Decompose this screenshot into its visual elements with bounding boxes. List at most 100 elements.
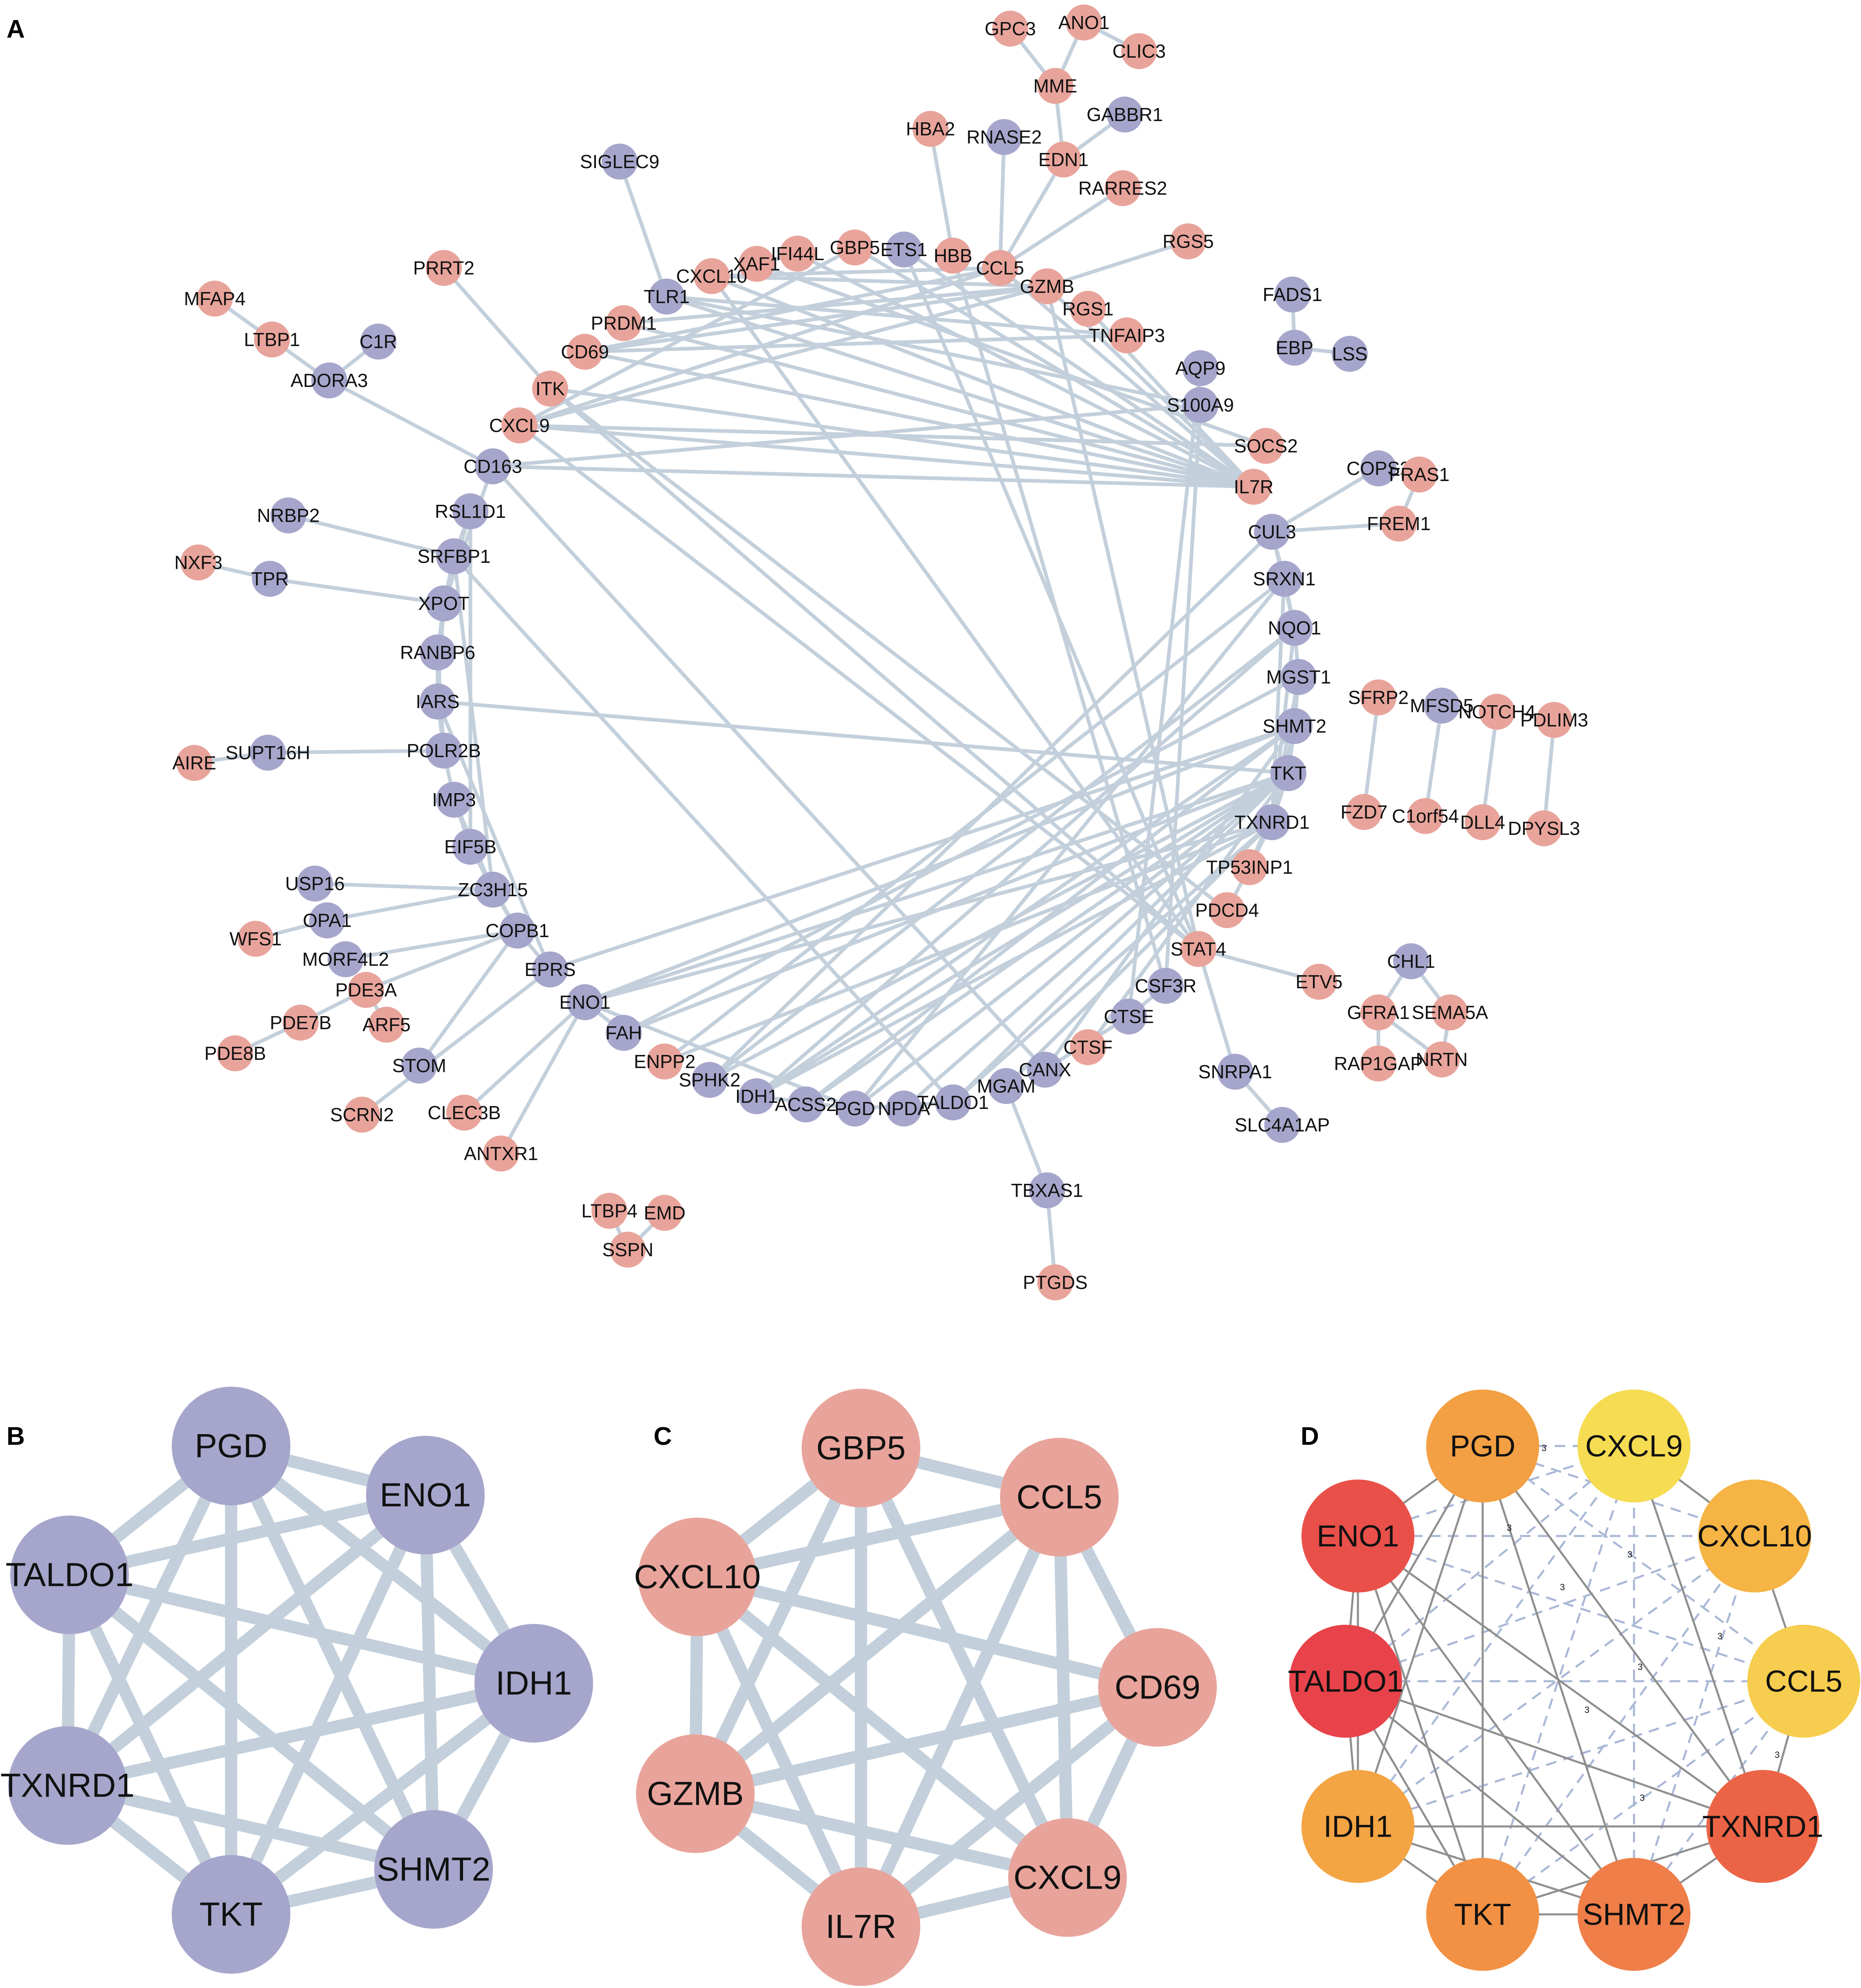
node-adora3[interactable]: ADORA3 [290,362,368,398]
node-rarres2[interactable]: RARRES2 [1078,170,1167,206]
node-arf5[interactable]: ARF5 [362,1007,411,1043]
node-cul3[interactable]: CUL3 [1248,514,1296,550]
node-cd69[interactable]: CD69 [561,334,609,370]
node-rap1gap[interactable]: RAP1GAP [1334,1046,1423,1082]
node-rgs1[interactable]: RGS1 [1062,291,1114,327]
node-lss[interactable]: LSS [1332,336,1368,372]
node-frem1[interactable]: FREM1 [1367,506,1431,542]
node-nqo1[interactable]: NQO1 [1268,610,1321,646]
node-idh1[interactable]: IDH1 [474,1624,593,1743]
node-tp53inp1[interactable]: TP53INP1 [1206,849,1293,885]
node-gzmb[interactable]: GZMB [636,1734,755,1853]
node-shmt2[interactable]: SHMT2 [374,1810,493,1929]
node-eno1[interactable]: ENO1 [559,984,611,1020]
node-pde8b[interactable]: PDE8B [205,1035,266,1071]
node-tnfaip3[interactable]: TNFAIP3 [1089,317,1165,353]
node-snrpa1[interactable]: SNRPA1 [1198,1054,1272,1090]
node-ccl5[interactable]: CCL5 [976,250,1024,286]
node-txnrd1[interactable]: TXNRD1 [1234,804,1310,840]
node-supt16h[interactable]: SUPT16H [225,735,310,771]
node-pdcd4[interactable]: PDCD4 [1195,892,1259,928]
node-ccl5[interactable]: CCL5 [1000,1438,1119,1556]
node-eno1[interactable]: ENO1 [1301,1480,1414,1592]
node-rsl1d1[interactable]: RSL1D1 [435,493,506,529]
node-prdm1[interactable]: PRDM1 [591,305,657,341]
node-ano1[interactable]: ANO1 [1058,4,1110,40]
node-hbb[interactable]: HBB [934,238,973,274]
node-polr2b[interactable]: POLR2B [407,733,481,769]
node-nxf3[interactable]: NXF3 [174,544,223,580]
node-sphk2[interactable]: SPHK2 [679,1062,741,1098]
node-fras1[interactable]: FRAS1 [1389,457,1450,493]
node-c1orf54[interactable]: C1orf54 [1392,798,1459,834]
node-taldo1[interactable]: TALDO1 [1288,1625,1403,1738]
node-usp16[interactable]: USP16 [285,866,345,902]
node-edn1[interactable]: EDN1 [1038,142,1089,178]
node-tpr[interactable]: TPR [251,561,289,597]
node-idh1[interactable]: IDH1 [735,1078,778,1114]
node-aqp9[interactable]: AQP9 [1175,350,1226,386]
node-mgst1[interactable]: MGST1 [1266,659,1331,695]
node-copb1[interactable]: COPB1 [485,913,549,949]
node-ebp[interactable]: EBP [1276,330,1313,366]
node-siglec9[interactable]: SIGLEC9 [580,144,659,180]
node-c1r[interactable]: C1R [360,324,397,360]
node-taldo1[interactable]: TALDO1 [917,1084,989,1120]
node-aire[interactable]: AIRE [172,745,216,781]
node-txnrd1[interactable]: TXNRD1 [1702,1770,1823,1883]
node-ctse[interactable]: CTSE [1104,998,1154,1034]
node-enpp2[interactable]: ENPP2 [634,1043,696,1079]
node-mme[interactable]: MME [1033,68,1077,104]
node-il7r[interactable]: IL7R [1234,469,1274,505]
node-cxcl9[interactable]: CXCL9 [1578,1390,1690,1502]
node-cxcl10[interactable]: CXCL10 [634,1518,761,1636]
node-cd69[interactable]: CD69 [1098,1628,1217,1747]
node-tkt[interactable]: TKT [1426,1858,1539,1971]
node-eif5b[interactable]: EIF5B [444,829,497,865]
node-mfap4[interactable]: MFAP4 [184,281,246,317]
node-chl1[interactable]: CHL1 [1387,943,1435,979]
node-xpot[interactable]: XPOT [418,585,470,621]
node-pgd[interactable]: PGD [834,1091,875,1127]
node-cops2[interactable]: COPS2 [1346,450,1410,486]
node-mfsd5[interactable]: MFSD5 [1410,688,1474,724]
node-nrtn[interactable]: NRTN [1416,1041,1468,1077]
node-cxcl9[interactable]: CXCL9 [489,407,550,443]
node-pdlim3[interactable]: PDLIM3 [1520,702,1588,738]
node-s100a9[interactable]: S100A9 [1167,387,1234,423]
node-gbp5[interactable]: GBP5 [802,1389,920,1507]
node-ctsf[interactable]: CTSF [1063,1029,1113,1065]
node-emd[interactable]: EMD [644,1195,686,1231]
node-cxcl9[interactable]: CXCL9 [1008,1818,1127,1937]
node-ccl5[interactable]: CCL5 [1747,1625,1860,1738]
node-il7r[interactable]: IL7R [802,1867,920,1986]
node-imp3[interactable]: IMP3 [432,782,476,818]
node-fads1[interactable]: FADS1 [1263,277,1322,313]
node-gbp5[interactable]: GBP5 [830,229,880,265]
node-hba2[interactable]: HBA2 [906,111,955,147]
node-iars[interactable]: IARS [416,684,460,720]
node-nrbp2[interactable]: NRBP2 [257,497,320,533]
node-gpc3[interactable]: GPC3 [984,11,1036,47]
node-tkt[interactable]: TKT [172,1855,290,1974]
node-dpysl3[interactable]: DPYSL3 [1508,810,1580,846]
node-txnrd1[interactable]: TXNRD1 [0,1726,135,1845]
node-tbxas1[interactable]: TBXAS1 [1011,1172,1083,1208]
node-gabbr1[interactable]: GABBR1 [1087,97,1163,133]
node-socs2[interactable]: SOCS2 [1234,428,1298,464]
node-etv5[interactable]: ETV5 [1295,964,1343,1000]
node-ranbp6[interactable]: RANBP6 [400,634,475,670]
node-srxn1[interactable]: SRXN1 [1253,561,1316,597]
node-tkt[interactable]: TKT [1270,755,1306,791]
node-rgs5[interactable]: RGS5 [1162,223,1214,259]
node-acss2[interactable]: ACSS2 [775,1086,837,1122]
node-wfs1[interactable]: WFS1 [229,921,282,957]
node-csf3r[interactable]: CSF3R [1135,968,1197,1004]
node-shmt2[interactable]: SHMT2 [1578,1858,1690,1971]
node-clic3[interactable]: CLIC3 [1113,33,1166,69]
node-pde7b[interactable]: PDE7B [270,1005,332,1041]
node-ets1[interactable]: ETS1 [880,232,928,268]
node-sfrp2[interactable]: SFRP2 [1348,679,1409,715]
node-zc3h15[interactable]: ZC3H15 [458,872,528,908]
node-slc4a1ap[interactable]: SLC4A1AP [1235,1107,1330,1143]
